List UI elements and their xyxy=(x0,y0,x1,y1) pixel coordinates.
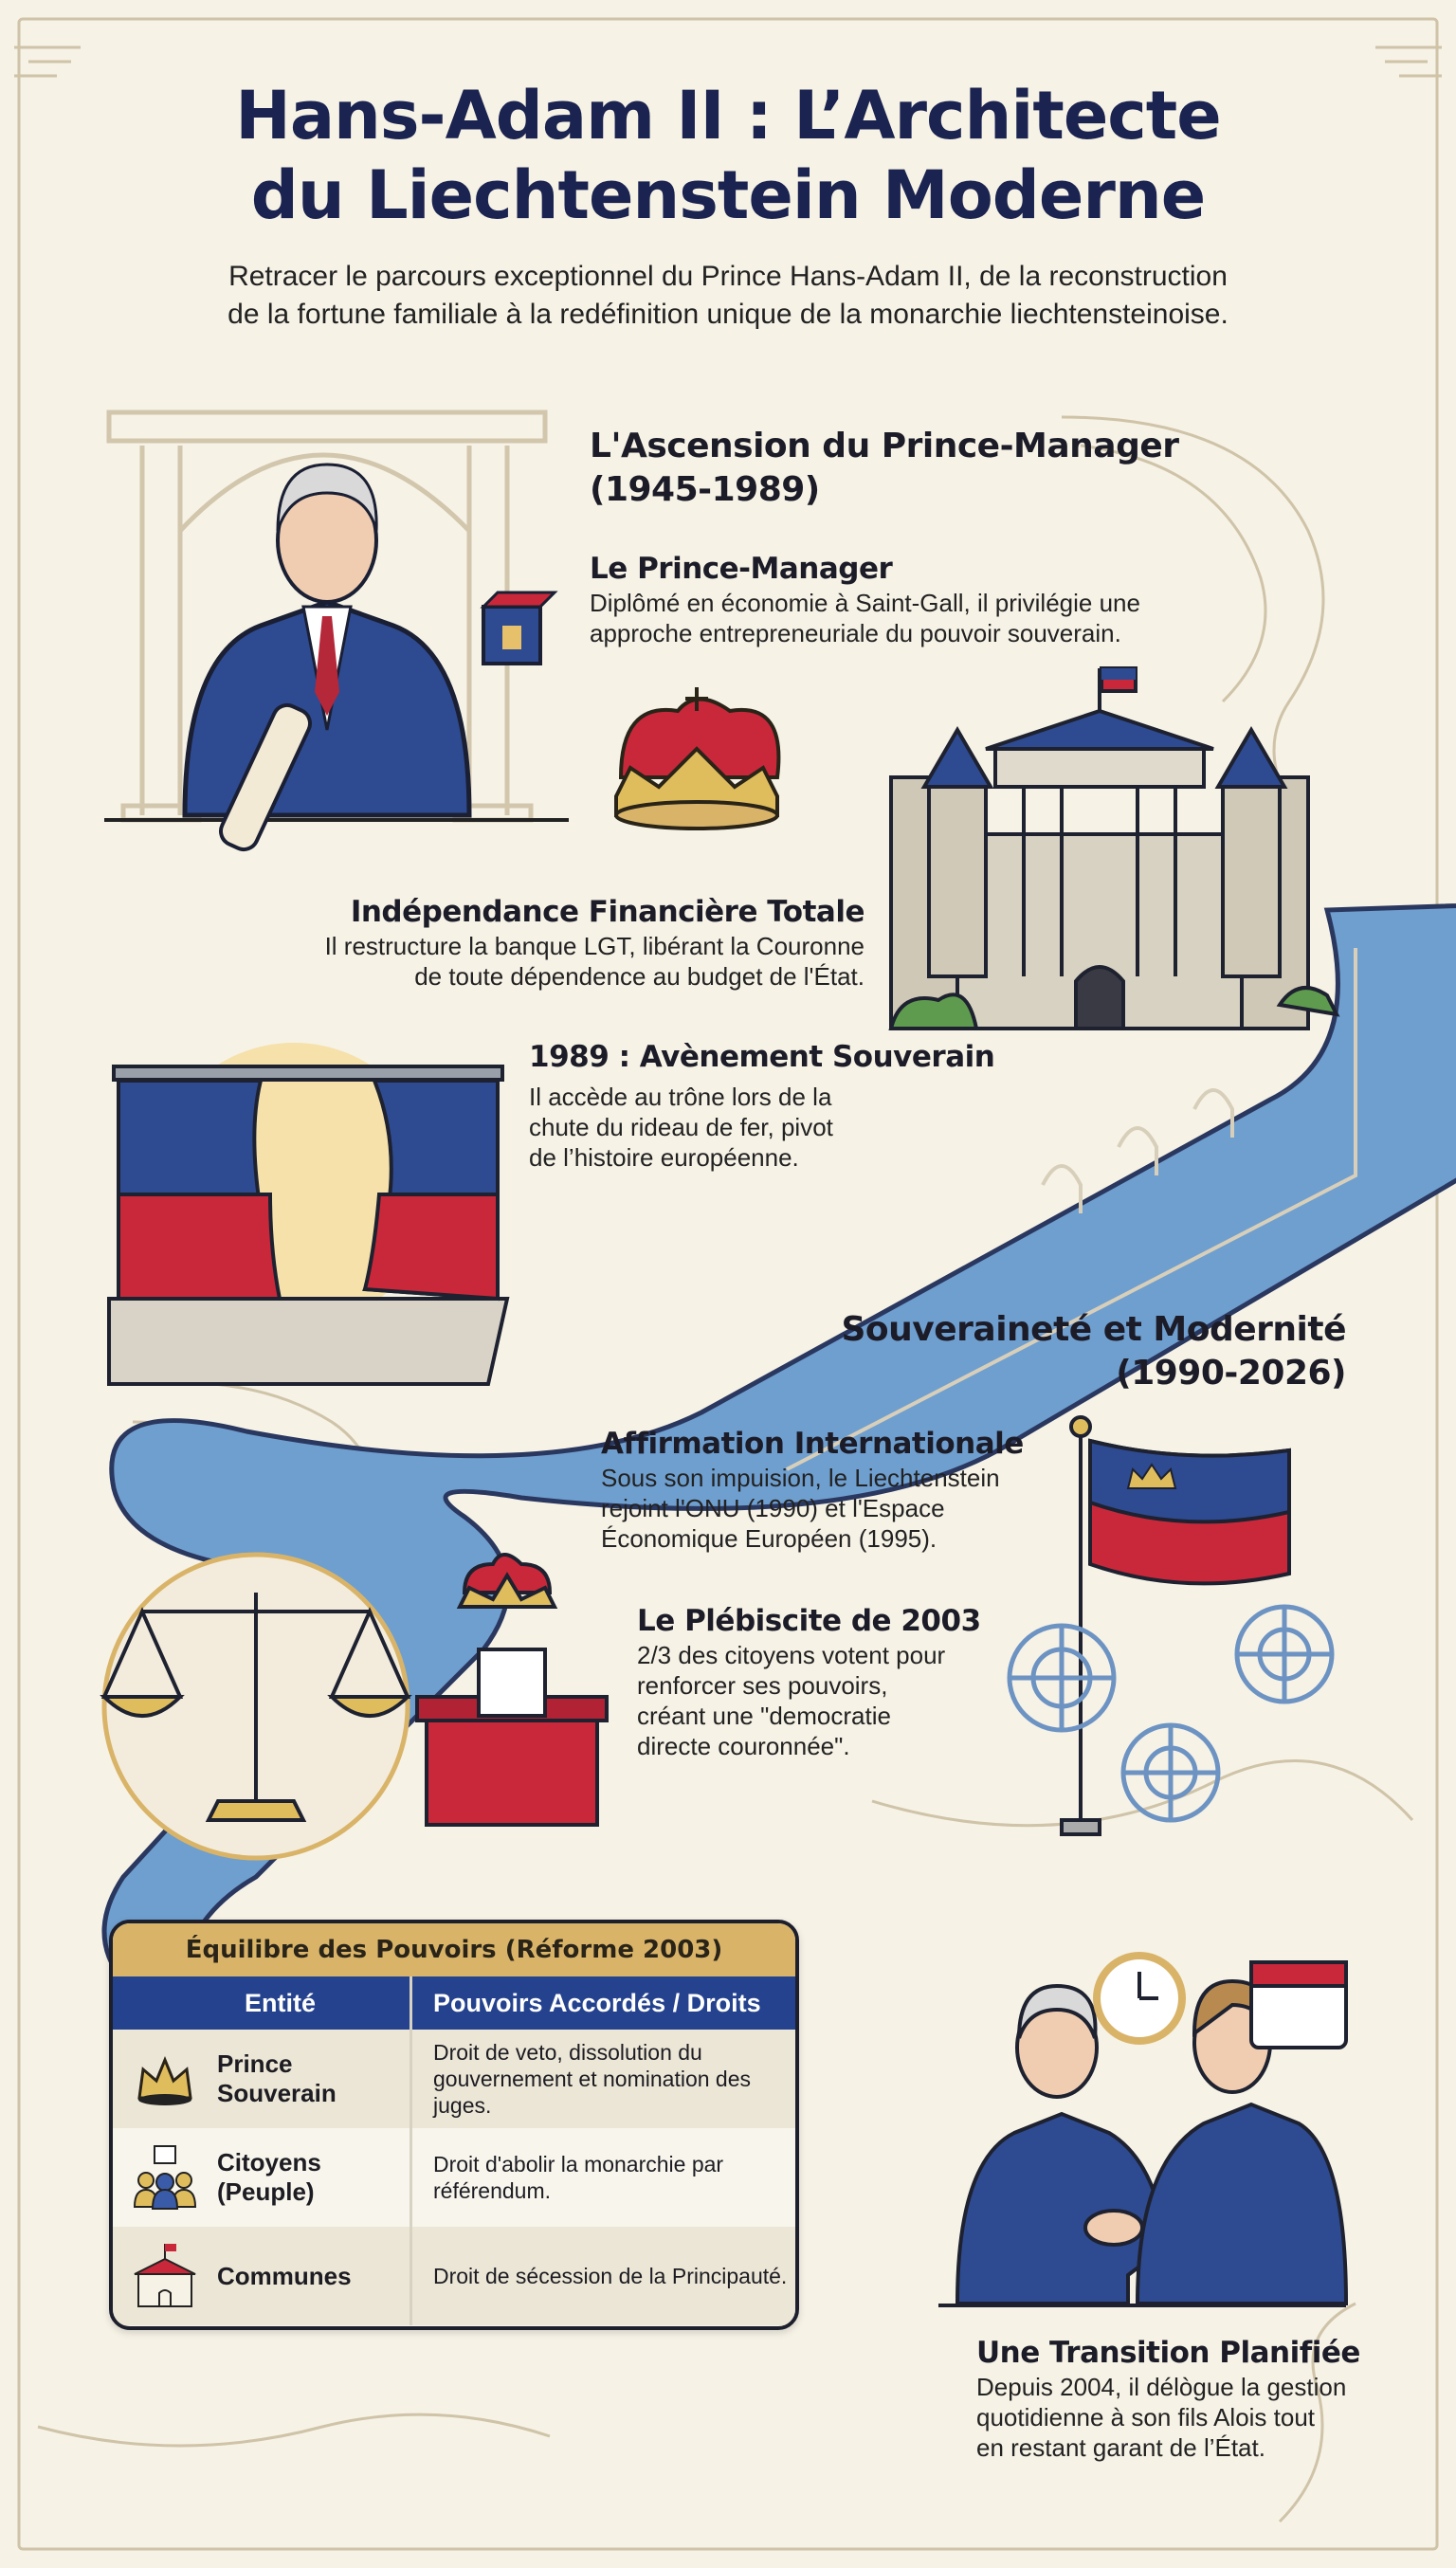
milestone-title: Une Transition Planifiée xyxy=(976,2336,1360,2370)
milestone-text: renforcer ses pouvoirs, xyxy=(637,1671,888,1700)
section1-heading: L'Ascension du Prince-Manager (1945-1989… xyxy=(590,425,1179,512)
milestone-text: Il accède au trône lors de la xyxy=(529,1083,832,1111)
milestone-text: Économique Européen (1995). xyxy=(601,1524,937,1553)
section2-title: Souveraineté et Modernité xyxy=(841,1310,1346,1349)
entity-name: Communes xyxy=(217,2261,352,2290)
column-header-entity: Entité xyxy=(113,1976,412,2030)
milestone-text: Depuis 2004, il délògue la gestion xyxy=(976,2373,1347,2401)
ballot-box-icon xyxy=(415,1553,609,1827)
clock-icon xyxy=(1093,1952,1186,2045)
milestone-text: Diplômé en économie à Saint-Gall, il pri… xyxy=(590,589,1140,617)
entity-name: Citoyens xyxy=(217,2148,321,2176)
castle-icon xyxy=(888,666,1340,1030)
milestone-title: 1989 : Avènement Souverain xyxy=(529,1040,995,1074)
crown-icon xyxy=(614,687,781,830)
milestone-text: en restant garant de l’État. xyxy=(976,2433,1265,2462)
milestone-title: Indépendance Financière Totale xyxy=(350,895,865,929)
milestone-text: rejoint l'ONU (1990) et l'Espace xyxy=(601,1494,945,1522)
page-title: Hans-Adam II : L’Architecte du Liechtens… xyxy=(0,76,1456,235)
subtitle-line-1: Retracer le parcours exceptionnel du Pri… xyxy=(228,261,1228,292)
un-emblem-icons xyxy=(1007,1604,1335,1823)
entity-powers: Droit d'abolir la monarchie par référend… xyxy=(433,2152,724,2203)
section2-heading: Souveraineté et Modernité (1990-2026) xyxy=(758,1308,1346,1395)
river-path xyxy=(101,902,1456,1984)
milestone-text: Il restructure la banque LGT, libérant l… xyxy=(324,932,864,960)
milestone-text: créant une "democratie xyxy=(637,1702,891,1730)
title-line-2: du Liechtenstein Moderne xyxy=(250,156,1206,234)
scales-of-justice-icon xyxy=(100,1552,412,1861)
section1-period: (1945-1989) xyxy=(590,470,820,509)
title-line-1: Hans-Adam II : L’Architecte xyxy=(235,77,1222,155)
crown-icon xyxy=(113,2050,217,2107)
entity-name: Prince xyxy=(217,2049,293,2078)
liechtenstein-flag-icon xyxy=(1060,1415,1291,1836)
milestone-text: approche entrepreneuriale du pouvoir sou… xyxy=(590,619,1121,647)
milestone-plebiscite-2003: Le Plébiscite de 2003 2/3 des citoyens v… xyxy=(637,1602,981,1761)
entity-powers: Droit de sécession de la Principauté. xyxy=(433,2264,788,2288)
milestone-international: Affirmation Internationale Sous son impu… xyxy=(601,1425,1024,1554)
milestone-text: quotidienne à son fils Alois tout xyxy=(976,2403,1316,2431)
river-wall xyxy=(786,948,1357,1471)
entity-name: (Peuple) xyxy=(217,2177,315,2206)
column-header-powers: Pouvoirs Accordés / Droits xyxy=(433,1989,761,2017)
powers-table: Équilibre des Pouvoirs (Réforme 2003) En… xyxy=(109,1920,799,2330)
cube-icon xyxy=(480,591,558,665)
milestone-text: de l’histoire européenne. xyxy=(529,1143,799,1172)
town-hall-icon xyxy=(113,2242,217,2310)
milestone-text: 2/3 des citoyens votent pour xyxy=(637,1641,946,1669)
section2-period: (1990-2026) xyxy=(1116,1354,1346,1393)
section1-title: L'Ascension du Prince-Manager xyxy=(590,427,1179,465)
table-row: Communes Droit de sécession de la Princi… xyxy=(113,2227,795,2325)
subtitle-line-2: de la fortune familiale à la redéfinitio… xyxy=(228,299,1228,330)
milestone-text: de toute dépendence au budget de l'État. xyxy=(414,962,864,991)
calendar-icon xyxy=(1249,1960,1348,2049)
entity-name: Souverain xyxy=(217,2079,337,2107)
table-caption: Équilibre des Pouvoirs (Réforme 2003) xyxy=(113,1923,795,1976)
entity-powers: Droit de veto, dissolution du gouverneme… xyxy=(433,2040,751,2118)
curtain-stage-icon xyxy=(107,1043,510,1386)
citizens-icon xyxy=(113,2144,217,2211)
classical-arch xyxy=(106,410,548,823)
table-header-row: Entité Pouvoirs Accordés / Droits xyxy=(113,1976,795,2030)
prince-figure xyxy=(182,463,558,852)
milestone-transition: Une Transition Planifiée Depuis 2004, il… xyxy=(976,2334,1360,2463)
milestone-financial-independence: Indépendance Financière Totale Il restru… xyxy=(284,893,865,992)
milestone-title: Le Prince-Manager xyxy=(590,552,893,586)
milestone-accession-1989: 1989 : Avènement Souverain Il accède au … xyxy=(529,1038,995,1173)
milestone-title: Le Plébiscite de 2003 xyxy=(637,1604,981,1638)
milestone-text: Sous son impuision, le Liechtenstein xyxy=(601,1464,1000,1492)
milestone-text: directe couronnée". xyxy=(637,1732,850,1760)
page-subtitle: Retracer le parcours exceptionnel du Pri… xyxy=(0,258,1456,334)
table-row: Citoyens(Peuple) Droit d'abolir la monar… xyxy=(113,2128,795,2227)
milestone-title: Affirmation Internationale xyxy=(601,1427,1024,1461)
milestone-text: chute du rideau de fer, pivot xyxy=(529,1113,833,1141)
milestone-prince-manager: Le Prince-Manager Diplômé en économie à … xyxy=(590,550,1140,648)
